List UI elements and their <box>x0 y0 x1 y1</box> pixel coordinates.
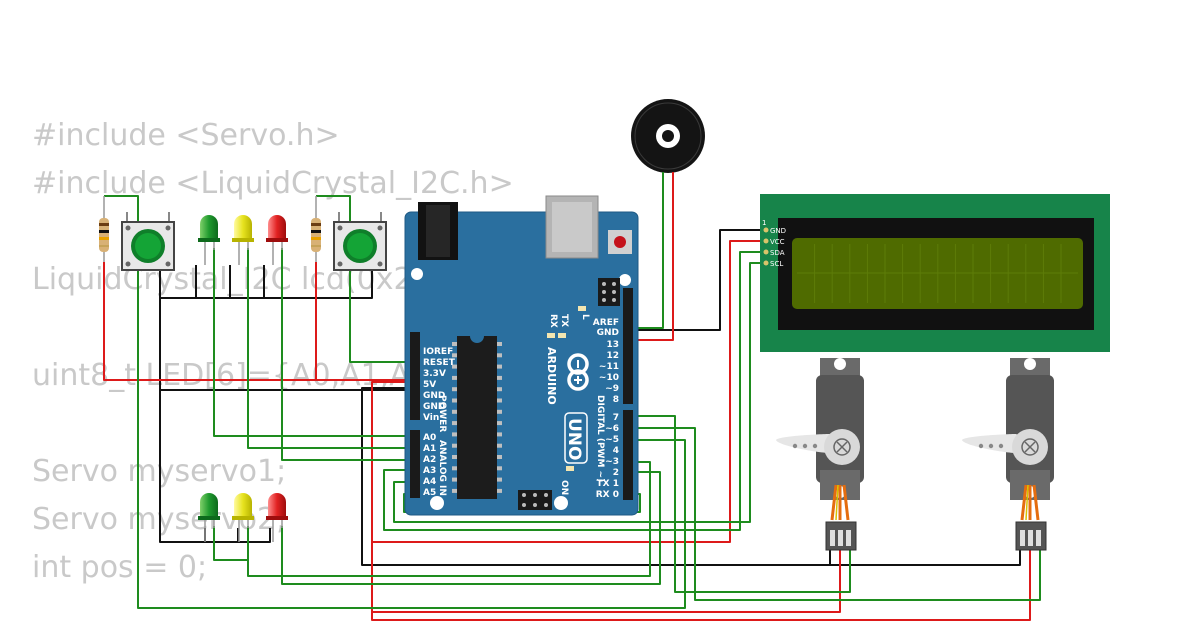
code-line: uint8_t LED[6]={A0,A1,A2 <box>32 358 429 393</box>
led-label-rx: RX <box>548 314 558 328</box>
lcd-i2c-module: 1 GND VCC SDA SCL <box>760 194 1110 352</box>
pin-label: AREF <box>593 318 619 328</box>
brand-name: ARDUINO <box>545 347 558 405</box>
pin-label: TX 1 <box>597 479 619 489</box>
code-line: int pos = 0; <box>32 550 208 585</box>
pin-label: GND <box>423 402 445 412</box>
pin-label: A0 <box>423 433 436 443</box>
piezo-buzzer <box>631 99 705 182</box>
pin-label: GND <box>423 391 445 401</box>
pin-label: ~11 <box>599 362 619 372</box>
lcd-pin-label: SCL <box>770 260 783 268</box>
pin-label: ~6 <box>605 424 619 434</box>
lcd-pin-label: GND <box>770 227 786 235</box>
analog-header <box>410 430 420 498</box>
pin-label: IOREF <box>423 347 453 357</box>
servo-motor-1 <box>776 358 864 551</box>
pushbutton-right[interactable] <box>333 212 387 271</box>
power-wires <box>103 182 1031 621</box>
digital-header-bottom <box>623 410 633 500</box>
power-header <box>410 332 420 420</box>
pin-label: GND <box>597 328 619 338</box>
pin-label: Vin <box>423 413 439 423</box>
analog-header-label: ANALOG IN <box>437 440 447 496</box>
pin-label: 2 <box>613 468 619 478</box>
lcd-pin-label: VCC <box>770 238 785 246</box>
lcd-pin-index: 1 <box>762 219 766 227</box>
led-yellow-top <box>232 215 254 265</box>
resistor-left <box>99 196 109 262</box>
pin-label: RESET <box>423 358 456 368</box>
on-label: ON <box>559 480 569 495</box>
signal-wires <box>104 180 1041 609</box>
code-line: Servo myservo1; <box>32 454 287 489</box>
ground-wires <box>159 229 1021 566</box>
digital-header-label: DIGITAL (PWM ~) <box>595 395 605 482</box>
pin-label: 3.3V <box>423 369 446 379</box>
pin-label: A2 <box>423 455 436 465</box>
pin-label: ~3 <box>605 457 619 467</box>
pin-label: 8 <box>613 395 619 405</box>
atmega-chip <box>457 336 497 499</box>
servo-motor-2 <box>962 358 1054 551</box>
arduino-logo <box>567 353 589 391</box>
pin-label: A1 <box>423 444 436 454</box>
digital-header-top <box>623 288 633 404</box>
pin-label: 13 <box>606 340 619 350</box>
wires <box>103 180 1041 621</box>
pin-label: 12 <box>606 351 619 361</box>
svg-text:UNO: UNO <box>564 418 584 460</box>
arduino-uno-board: IOREF RESET 3.3V 5V GND GND Vin A0 A1 A2… <box>404 195 639 516</box>
resistor-right <box>311 196 321 262</box>
pin-label: 7 <box>613 413 619 423</box>
pushbutton-left[interactable] <box>121 212 175 271</box>
led-label-tx: TX <box>559 314 569 327</box>
pin-label: RX 0 <box>596 490 619 500</box>
lcd-pin-label: SDA <box>770 249 785 257</box>
led-red-top <box>266 215 288 265</box>
pin-label: 5V <box>423 380 436 390</box>
pin-label: ~10 <box>599 373 619 383</box>
led-red-bottom <box>266 493 288 542</box>
pin-label: A3 <box>423 466 436 476</box>
pin-label: 4 <box>613 446 619 456</box>
pin-label: A4 <box>423 477 436 487</box>
pin-label: ~9 <box>605 384 619 394</box>
code-line: #include <Servo.h> <box>32 118 340 153</box>
code-line: #include <LiquidCrystal_I2C.h> <box>32 166 514 201</box>
power-header-label: POWER <box>437 395 447 432</box>
model-badge: UNO <box>564 412 588 464</box>
pin-label: A5 <box>423 488 436 498</box>
pin-label: ~5 <box>605 435 619 445</box>
led-label-l: L <box>580 314 590 320</box>
led-yellow-bottom <box>232 493 254 542</box>
led-green-bottom <box>198 493 220 542</box>
led-green-top <box>198 215 220 265</box>
